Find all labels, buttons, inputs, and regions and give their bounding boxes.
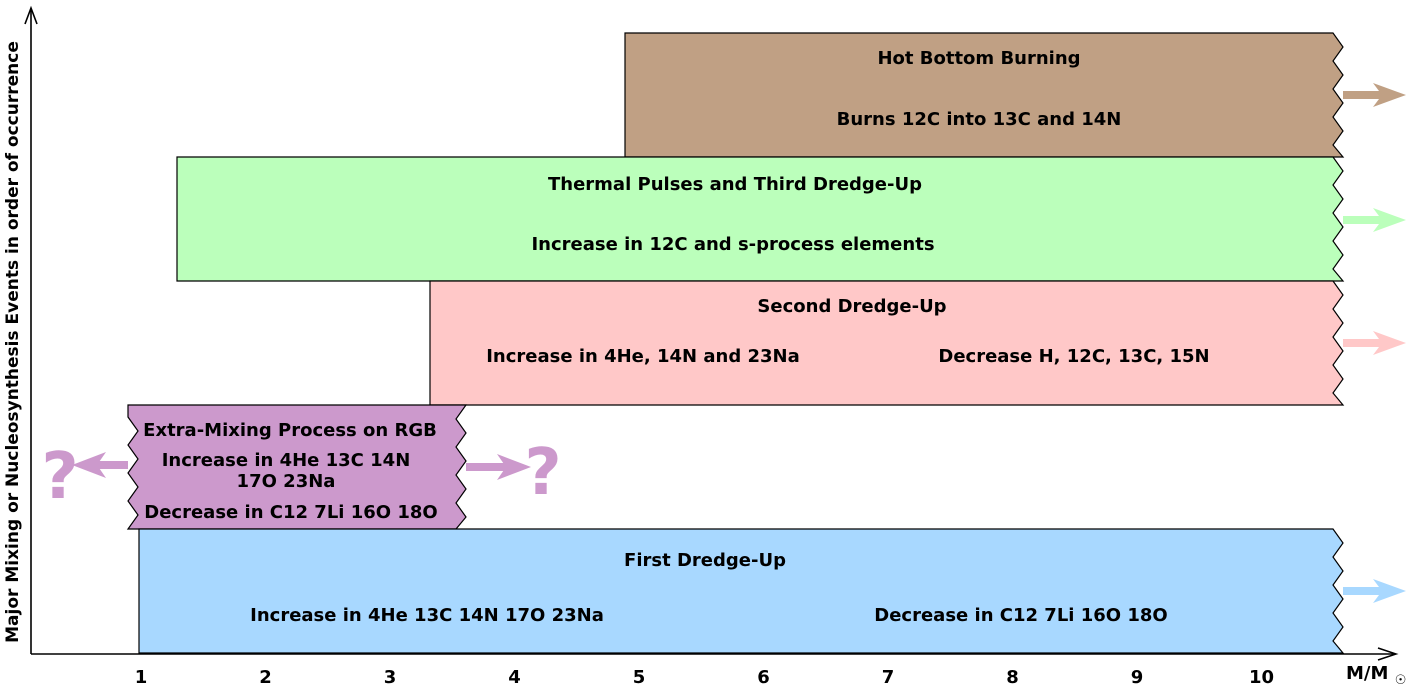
x-tick-label: 3 — [384, 667, 397, 685]
x-axis-ticks: 1 2 3 4 5 6 7 8 9 10 — [135, 667, 1274, 685]
hbb-description: Burns 12C into 13C and 14N — [837, 109, 1122, 130]
em-right-arrow — [466, 454, 531, 480]
sdu-decrease: Decrease H, 12C, 13C, 15N — [938, 346, 1209, 367]
tp-title: Thermal Pulses and Third Dredge-Up — [548, 174, 922, 195]
fdu-box — [138, 528, 1345, 654]
sdu-increase: Increase in 4He, 14N and 23Na — [486, 346, 800, 367]
hbb-continues-arrow — [1343, 83, 1406, 107]
em-left-unknown-mark: ? — [41, 440, 78, 514]
em-right-unknown-mark: ? — [524, 436, 561, 510]
hbb-box — [624, 32, 1345, 158]
tp-description: Increase in 12C and s-process elements — [531, 234, 934, 255]
x-tick-label: 4 — [508, 667, 521, 685]
x-tick-label: 8 — [1006, 667, 1019, 685]
event-hot-bottom-burning: Hot Bottom Burning Burns 12C into 13C an… — [624, 32, 1406, 158]
em-decrease: Decrease in C12 7Li 16O 18O — [144, 502, 437, 523]
fdu-increase: Increase in 4He 13C 14N 17O 23Na — [250, 605, 604, 626]
x-axis-label-main: M/M — [1346, 663, 1388, 684]
em-increase-cont: 17O 23Na — [237, 471, 336, 492]
x-axis — [31, 647, 1399, 661]
sdu-title: Second Dredge-Up — [757, 296, 946, 317]
x-tick-label: 1 — [135, 667, 148, 685]
x-tick-label: 5 — [633, 667, 646, 685]
tp-box — [176, 156, 1345, 282]
fdu-title: First Dredge-Up — [624, 550, 786, 571]
event-first-dredge-up: First Dredge-Up Increase in 4He 13C 14N … — [138, 528, 1406, 654]
em-left-arrow — [72, 452, 128, 478]
tp-continues-arrow — [1343, 208, 1406, 232]
x-tick-label: 7 — [882, 667, 895, 685]
event-extra-mixing: Extra-Mixing Process on RGB Increase in … — [41, 404, 562, 530]
event-second-dredge-up: Second Dredge-Up Increase in 4He, 14N an… — [429, 280, 1406, 406]
hbb-title: Hot Bottom Burning — [877, 48, 1080, 69]
x-axis-label: M/M ☉ — [1346, 663, 1406, 685]
fdu-decrease: Decrease in C12 7Li 16O 18O — [874, 605, 1167, 626]
x-axis-label-sub: ☉ — [1395, 673, 1407, 685]
fdu-continues-arrow — [1343, 579, 1406, 603]
y-axis — [24, 5, 38, 654]
y-axis-label: Major Mixing or Nucleosynthesis Events i… — [3, 41, 23, 643]
event-thermal-pulses: Thermal Pulses and Third Dredge-Up Incre… — [176, 156, 1406, 282]
x-tick-label: 9 — [1131, 667, 1144, 685]
sdu-box — [429, 280, 1345, 406]
em-increase: Increase in 4He 13C 14N — [162, 450, 411, 471]
x-tick-label: 10 — [1249, 667, 1274, 685]
x-tick-label: 2 — [259, 667, 272, 685]
em-title: Extra-Mixing Process on RGB — [143, 420, 437, 441]
x-tick-label: 6 — [757, 667, 770, 685]
sdu-continues-arrow — [1343, 331, 1406, 355]
